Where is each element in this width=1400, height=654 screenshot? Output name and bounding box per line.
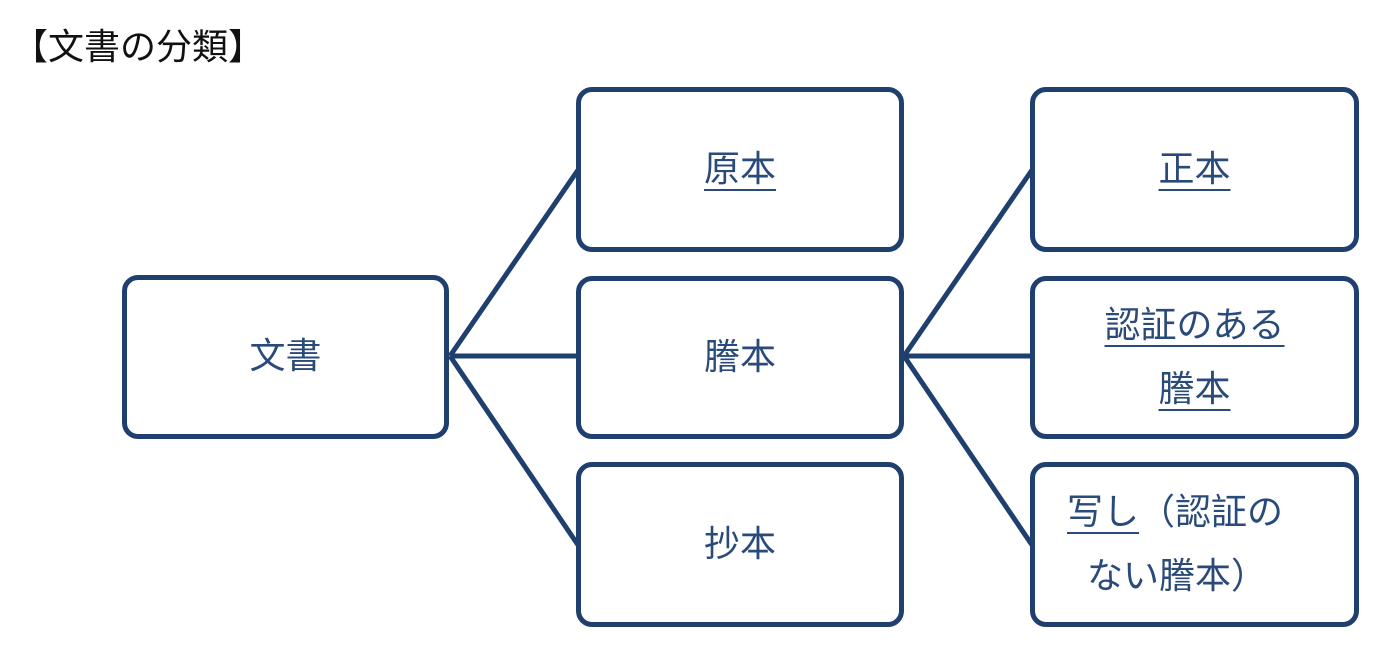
node-transcript: 謄本: [576, 276, 904, 439]
node-certified-transcript: 認証のある 謄本: [1030, 276, 1359, 439]
node-label: 文書: [249, 336, 322, 377]
line-root-original: [447, 168, 581, 358]
node-label-term: 写し: [1067, 491, 1140, 533]
node-label: 原本: [703, 148, 776, 190]
node-label-line2: 謄本: [1158, 368, 1231, 410]
node-authentic-copy: 正本: [1030, 87, 1359, 252]
node-label-line1: 認証のある: [1104, 304, 1285, 346]
node-original: 原本: [576, 87, 904, 252]
diagram-title: 【文書の分類】: [12, 27, 265, 68]
line-root-abstract: [447, 354, 581, 547]
line-transcript-copy: [901, 354, 1035, 547]
node-label: 謄本: [703, 336, 776, 378]
node-document: 文書: [122, 275, 449, 439]
node-copy: 写し（認証の ない謄本）: [1030, 462, 1359, 627]
node-label: 正本: [1158, 148, 1231, 190]
node-label-note1: （認証の: [1139, 491, 1284, 533]
node-label: 抄本: [703, 523, 776, 565]
node-abstract: 抄本: [576, 462, 904, 627]
node-label-note2: ない謄本）: [1087, 555, 1268, 597]
line-transcript-authentic: [901, 168, 1035, 358]
